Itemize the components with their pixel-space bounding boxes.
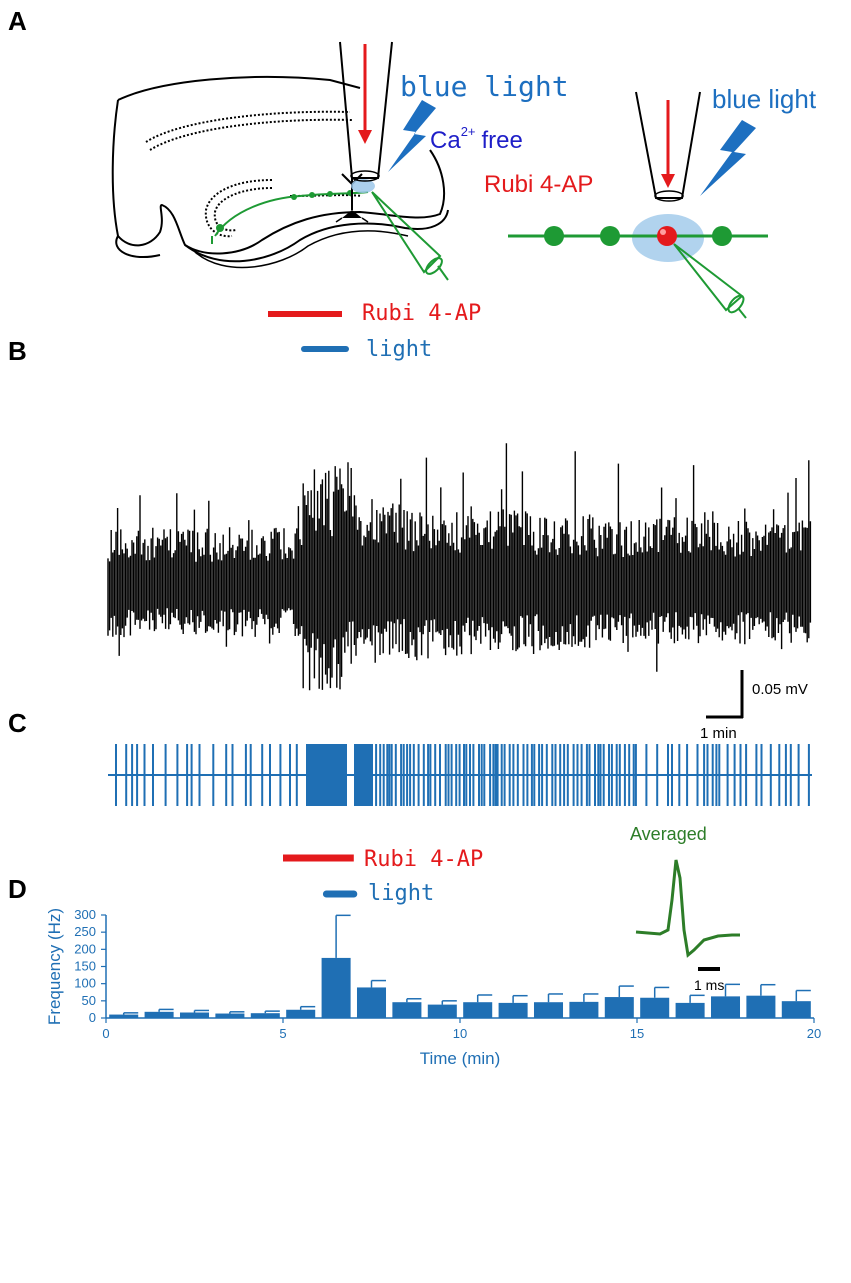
bar <box>215 1013 245 1018</box>
y-tick-label: 250 <box>74 924 96 939</box>
y-tick-label: 0 <box>89 1010 96 1025</box>
bar <box>604 997 634 1018</box>
rubi-label-d: Rubi 4-AP <box>364 847 483 872</box>
bar <box>286 1009 316 1018</box>
rubi-label-a: Rubi 4-AP <box>484 171 593 198</box>
blue-light-label-left: blue light <box>400 70 569 103</box>
hippocampus-slice-diagram <box>111 41 449 281</box>
y-tick-label: 50 <box>82 993 96 1008</box>
spike-raster <box>115 744 810 806</box>
bar <box>569 1001 599 1018</box>
x-tick-label: 0 <box>102 1026 109 1041</box>
averaged-waveform <box>635 859 740 958</box>
y-tick-label: 200 <box>74 941 96 956</box>
scale-time-label: 1 min <box>700 725 737 742</box>
bar <box>392 1002 422 1018</box>
bar <box>640 997 670 1018</box>
bar <box>675 1002 705 1018</box>
averaged-label: Averaged <box>630 824 707 844</box>
y-axis-title: Frequency (Hz) <box>45 908 64 1025</box>
rubi-label-b: Rubi 4-AP <box>362 301 481 326</box>
panel-label-d: D <box>8 874 27 904</box>
bar <box>463 1002 493 1018</box>
bar <box>356 987 387 1018</box>
bar <box>746 995 776 1018</box>
raster-burst-1 <box>306 744 347 806</box>
x-tick-label: 5 <box>279 1026 286 1041</box>
y-tick-label: 150 <box>74 959 96 974</box>
light-label-b: light <box>366 337 432 362</box>
x-tick-label: 15 <box>630 1026 644 1041</box>
x-axis-title: Time (min) <box>420 1049 501 1068</box>
bar <box>250 1013 280 1018</box>
x-tick-label: 10 <box>453 1026 467 1041</box>
light-label-d: light <box>368 881 434 906</box>
bar <box>498 1002 528 1018</box>
bar <box>533 1002 564 1018</box>
bar <box>144 1011 174 1018</box>
inset-scale-label: 1 ms <box>694 977 724 993</box>
y-tick-label: 300 <box>74 907 96 922</box>
bar <box>427 1004 457 1018</box>
y-tick-label: 100 <box>74 976 96 991</box>
scale-voltage-label: 0.05 mV <box>752 681 808 698</box>
bar <box>781 1001 811 1018</box>
panel-label-a: A <box>8 6 27 36</box>
ca-label: Ca2+free <box>430 124 523 154</box>
axon-stimulation-diagram <box>508 91 768 319</box>
x-tick-label: 20 <box>807 1026 821 1041</box>
panel-label-b: B <box>8 336 27 366</box>
blue-light-label-right: blue light <box>712 84 817 114</box>
bar <box>179 1012 210 1018</box>
bar <box>109 1014 139 1018</box>
bar <box>321 957 351 1018</box>
panel-label-c: C <box>8 708 27 738</box>
scale-bar-b <box>706 670 744 719</box>
frequency-bar-chart: 0 50 100 150 200 250 300 0 5 10 15 20 Frequency (Hz)… <box>45 907 821 1068</box>
raster-burst-2 <box>354 744 372 806</box>
bar <box>710 996 741 1018</box>
voltage-trace <box>107 443 812 691</box>
